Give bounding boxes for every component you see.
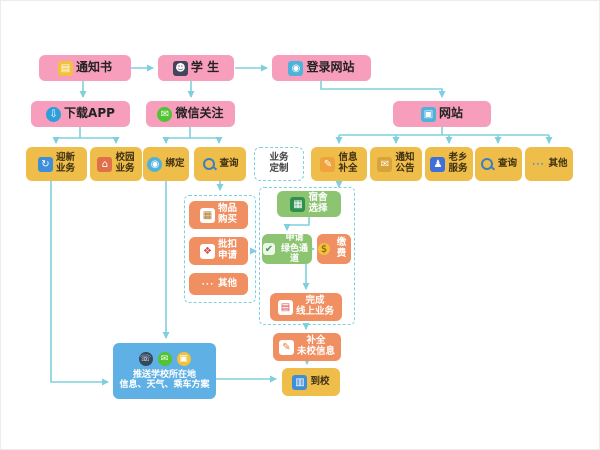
card-icon: ▤	[277, 299, 293, 315]
node-website-other: ⋯ 其他	[525, 147, 573, 181]
node-info-complete: ✎ 信息 补全	[311, 147, 367, 181]
node-label: 申请 绿色通道	[280, 233, 308, 265]
node-label: 绑定	[165, 157, 185, 169]
node-bind: ◉ 绑定	[143, 147, 189, 181]
node-custom-other: ⋯ 其他	[189, 273, 248, 295]
node-green-channel-apply: ✔ 申请 绿色通道	[262, 233, 312, 265]
node-dorm-selection: ▦ 宿舍 选择	[277, 191, 341, 217]
node-label: 网站	[438, 106, 463, 121]
node-arrive-school: ▥ 到校	[282, 368, 340, 396]
pencil-icon: ✎	[278, 339, 294, 355]
node-label: 到校	[310, 375, 330, 387]
ellipsis-icon: ⋯	[200, 276, 214, 292]
node-label: 缴费	[336, 237, 347, 259]
node-website-query: 查询	[475, 147, 522, 181]
node-label: 完成 线上业务	[295, 295, 334, 317]
node-batch-deduct-apply: ❖ 批扣 申请	[189, 237, 248, 265]
node-website: ▣ 网站	[393, 101, 491, 127]
check-icon: ✔	[263, 243, 275, 255]
cabinet-icon: ▦	[290, 196, 306, 212]
node-welcome-business: ↻ 迎新 业务	[26, 147, 87, 181]
push-icons: ☏ ✉ ▣	[138, 351, 191, 366]
node-download-app: ⇩ 下载APP	[31, 101, 130, 127]
node-login-website: ◉ 登录网站	[272, 55, 371, 81]
node-label: 批扣 申请	[217, 239, 237, 261]
node-notification-letter: ▤ 通知书	[39, 55, 131, 81]
envelope-icon: ✉	[377, 156, 393, 172]
refresh-icon: ↻	[37, 156, 53, 172]
node-label: 查询	[219, 157, 239, 169]
search-icon	[480, 157, 495, 172]
node-label: 信息 补全	[338, 152, 358, 174]
node-label: 查询	[497, 157, 517, 169]
node-label: 宿舍 选择	[308, 192, 328, 214]
node-campus-business: ⌂ 校园 业务	[90, 147, 142, 181]
document-icon: ▤	[57, 60, 73, 76]
node-label: 其他	[217, 277, 237, 289]
node-label: 迎新 业务	[55, 152, 75, 174]
node-label: 校园 业务	[115, 152, 135, 174]
money-bag-icon: $	[318, 243, 330, 255]
node-label: 推送学校所在地 信息、天气、乘车方案	[119, 369, 210, 390]
node-business-custom: 业务 定制	[254, 147, 304, 181]
search-icon	[201, 157, 216, 172]
node-label: 通知 公告	[395, 152, 415, 174]
node-goods-purchase: ▦ 物品 购买	[189, 201, 248, 229]
node-label: 下载APP	[64, 106, 115, 121]
node-label: 通知书	[75, 60, 112, 75]
node-complete-online-business: ▤ 完成 线上业务	[270, 293, 342, 321]
bus-icon: ▥	[292, 374, 308, 390]
node-label: 物品 购买	[217, 203, 237, 225]
people-icon: ♟	[430, 156, 446, 172]
node-notice-announcement: ✉ 通知 公告	[370, 147, 422, 181]
monitor-icon: ▣	[176, 351, 191, 366]
coins-icon: ❖	[199, 243, 215, 259]
pencil-icon: ✎	[320, 156, 336, 172]
node-label: 学 生	[190, 60, 220, 75]
ellipsis-icon: ⋯	[531, 156, 545, 172]
node-label: 微信关注	[175, 106, 224, 121]
node-complete-missing-info: ✎ 补全 未校信息	[273, 333, 341, 361]
node-label: 登录网站	[306, 60, 355, 75]
node-wechat-follow: ✉ 微信关注	[146, 101, 235, 127]
building-icon: ⌂	[97, 156, 113, 172]
node-label: 业务 定制	[269, 152, 289, 174]
node-label: 其他	[548, 157, 568, 169]
phone-icon: ☏	[138, 351, 153, 366]
node-pay-fee: $ 缴费	[317, 234, 351, 264]
node-student: ☻ 学 生	[158, 55, 234, 81]
download-icon: ⇩	[46, 106, 62, 122]
node-wechat-query: 查询	[194, 147, 246, 181]
globe-icon: ◉	[147, 156, 163, 172]
wechat-icon: ✉	[157, 106, 173, 122]
node-hometown-service: ♟ 老乡 服务	[425, 147, 473, 181]
node-label: 老乡 服务	[448, 152, 468, 174]
student-icon: ☻	[172, 60, 188, 76]
node-label: 补全 未校信息	[296, 335, 335, 357]
monitor-icon: ▣	[420, 106, 436, 122]
box-icon: ▦	[199, 207, 215, 223]
chat-icon: ✉	[157, 351, 172, 366]
node-push-local-info: ☏ ✉ ▣ 推送学校所在地 信息、天气、乘车方案	[113, 343, 216, 399]
globe-icon: ◉	[288, 60, 304, 76]
